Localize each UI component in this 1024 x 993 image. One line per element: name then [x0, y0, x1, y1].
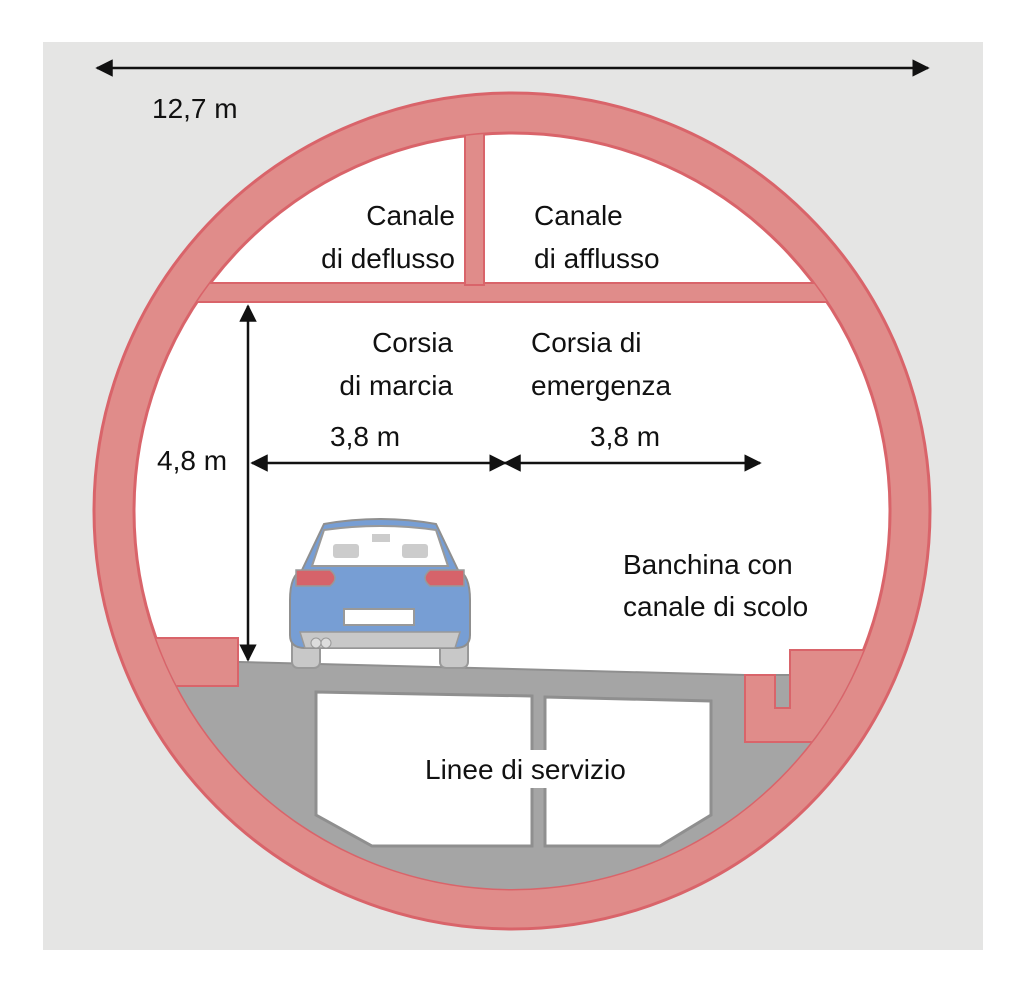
service-lines-label: Linee di servizio — [425, 754, 626, 785]
height-label: 4,8 m — [157, 445, 227, 476]
inflow-channel-label: Canale — [534, 200, 623, 231]
lane-left-width-label: 3,8 m — [330, 421, 400, 452]
shoulder-label: Banchina con — [623, 549, 793, 580]
driving-lane-label: di marcia — [339, 370, 453, 401]
emergency-lane-label: Corsia di — [531, 327, 641, 358]
ceiling-slab — [134, 282, 890, 303]
width-label: 12,7 m — [152, 93, 238, 124]
tunnel-ring — [94, 93, 930, 929]
channel-divider — [464, 133, 485, 286]
shoulder-label: canale di scolo — [623, 591, 808, 622]
outflow-channel-label: di deflusso — [321, 243, 455, 274]
car-icon — [289, 518, 471, 669]
lane-right-width-label: 3,8 m — [590, 421, 660, 452]
emergency-lane-label: emergenza — [531, 370, 672, 401]
driving-lane-label: Corsia — [372, 327, 453, 358]
outflow-channel-label: Canale — [366, 200, 455, 231]
inflow-channel-label: di afflusso — [534, 243, 660, 274]
